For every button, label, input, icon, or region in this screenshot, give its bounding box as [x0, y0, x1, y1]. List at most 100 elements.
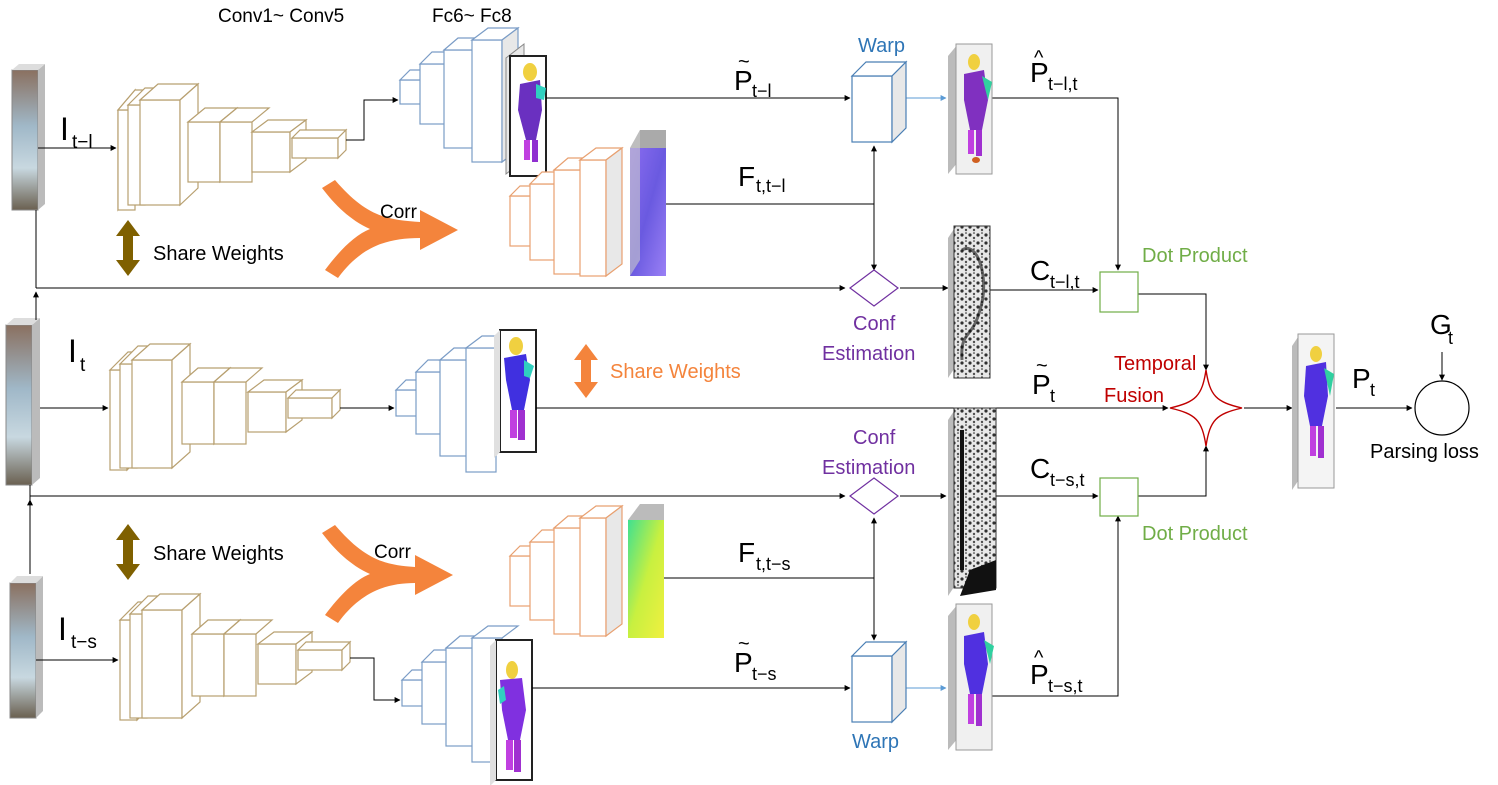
conf-label-bot-line2: Estimation: [822, 457, 915, 479]
dot-product-box-top: [1099, 271, 1139, 313]
svg-text:t: t: [1370, 380, 1375, 400]
svg-text:F: F: [738, 161, 755, 192]
share-weights-arrow-top: [116, 220, 140, 276]
flow-stack-bot: [508, 504, 624, 638]
svg-text:C: C: [1030, 453, 1050, 484]
svg-text:~: ~: [1036, 355, 1048, 377]
signal-p-hat-bot: P ^ t−s,t: [1030, 647, 1083, 696]
svg-text:t,t−l: t,t−l: [756, 176, 786, 196]
parsing-loss-label: Parsing loss: [1370, 441, 1479, 463]
signal-p-tilde-bot: P ~ t−s: [734, 633, 777, 684]
input-label-top: I t−l: [60, 111, 93, 153]
svg-text:G: G: [1430, 309, 1452, 340]
signal-g-t: G t: [1430, 309, 1453, 348]
svg-text:t: t: [80, 355, 86, 376]
parsing-map-mid: [494, 329, 537, 458]
svg-text:^: ^: [1034, 647, 1044, 669]
parsing-map-top: [505, 42, 547, 177]
temporal-fusion-label-line1: Temporal: [1114, 353, 1196, 375]
conf-diamond-bot: [849, 477, 899, 515]
share-weights-label-top: Share Weights: [153, 243, 284, 265]
svg-text:F: F: [738, 537, 755, 568]
dot-product-label-top: Dot Product: [1142, 245, 1248, 267]
svg-text:~: ~: [738, 633, 750, 655]
corr-label-top: Corr: [380, 202, 418, 223]
corr-label-bot: Corr: [374, 542, 412, 563]
svg-text:t−s: t−s: [752, 664, 777, 684]
parsing-map-bot: [490, 639, 533, 785]
signal-p-tilde-mid: P ~ t: [1032, 355, 1055, 406]
svg-text:t: t: [1050, 386, 1055, 406]
output-parsing-map: [1292, 333, 1335, 490]
signal-p-tilde-top: P ~ t−l: [734, 51, 772, 101]
svg-text:P: P: [1352, 363, 1371, 394]
svg-text:^: ^: [1034, 47, 1044, 69]
fc-stack-bot: [400, 625, 520, 763]
svg-text:t−l: t−l: [72, 132, 93, 153]
confidence-map-top: [948, 225, 991, 379]
fc-header-label: Fc6~ Fc8: [432, 6, 512, 27]
svg-text:~: ~: [738, 51, 750, 73]
conf-label-top-line1: Conf: [853, 313, 896, 335]
connector-lines: [27, 95, 1445, 703]
flow-map-bot: [628, 504, 664, 638]
warp-label-bot: Warp: [852, 731, 899, 753]
flow-stack-top: [508, 146, 624, 278]
svg-text:C: C: [1030, 255, 1050, 286]
conv-header-label: Conv1~ Conv5: [218, 6, 344, 27]
conf-diamond-top: [849, 269, 899, 307]
share-weights-arrow-mid: [574, 344, 598, 398]
warp-cube-bot: [850, 640, 908, 724]
fc-stack-top: [398, 26, 520, 164]
conf-label-top-line2: Estimation: [822, 343, 915, 365]
svg-text:P: P: [734, 647, 753, 678]
share-weights-label-mid: Share Weights: [610, 361, 741, 383]
loss-node: [1414, 380, 1470, 436]
conv-stack-mid: [108, 342, 342, 472]
svg-text:t−s: t−s: [71, 632, 97, 653]
signal-p-out: P t: [1352, 363, 1375, 400]
corr-arrow-top: [322, 180, 458, 278]
conv-stack-bot: [118, 592, 352, 722]
svg-text:I: I: [58, 611, 67, 647]
dot-product-box-bot: [1099, 477, 1139, 517]
share-weights-arrow-bot: [116, 524, 140, 580]
svg-text:I: I: [60, 111, 69, 147]
input-frame-mid: [5, 318, 40, 486]
share-weights-label-bot: Share Weights: [153, 543, 284, 565]
warp-label-top: Warp: [858, 35, 905, 57]
fc-stack-mid: [394, 335, 514, 473]
corr-arrow-bot: [322, 525, 453, 623]
svg-text:P: P: [1032, 369, 1051, 400]
warp-cube-top: [850, 60, 908, 144]
svg-text:P: P: [1030, 57, 1049, 88]
svg-text:t,t−s: t,t−s: [756, 554, 791, 574]
signal-f-bot: F t,t−s: [738, 537, 791, 574]
signal-f-top: F t,t−l: [738, 161, 786, 196]
svg-text:P: P: [1030, 659, 1049, 690]
dot-product-label-bot: Dot Product: [1142, 523, 1248, 545]
signal-p-hat-top: P ^ t−l,t: [1030, 47, 1078, 94]
conv-stack-top: [116, 82, 348, 212]
input-label-bot: I t−s: [58, 611, 97, 653]
svg-text:t−s,t: t−s,t: [1048, 676, 1083, 696]
svg-text:t−l,t: t−l,t: [1048, 74, 1078, 94]
temporal-fusion-label-line2: Fusion: [1104, 385, 1164, 407]
svg-text:t−s,t: t−s,t: [1050, 470, 1085, 490]
input-label-mid: I t: [68, 333, 86, 376]
flow-map-top: [630, 130, 666, 276]
svg-text:t: t: [1448, 328, 1453, 348]
conf-label-bot-line1: Conf: [853, 427, 896, 449]
input-frame-top: [11, 64, 45, 211]
temporal-fusion-star: [1169, 369, 1243, 447]
signal-c-top: C t−l,t: [1030, 255, 1080, 292]
confidence-map-bot: [948, 407, 997, 596]
svg-text:t−l,t: t−l,t: [1050, 272, 1080, 292]
warped-map-bot: [948, 603, 994, 751]
svg-text:P: P: [734, 65, 753, 96]
signal-c-bot: C t−s,t: [1030, 453, 1085, 490]
warped-map-top: [948, 43, 993, 175]
svg-text:I: I: [68, 333, 77, 369]
